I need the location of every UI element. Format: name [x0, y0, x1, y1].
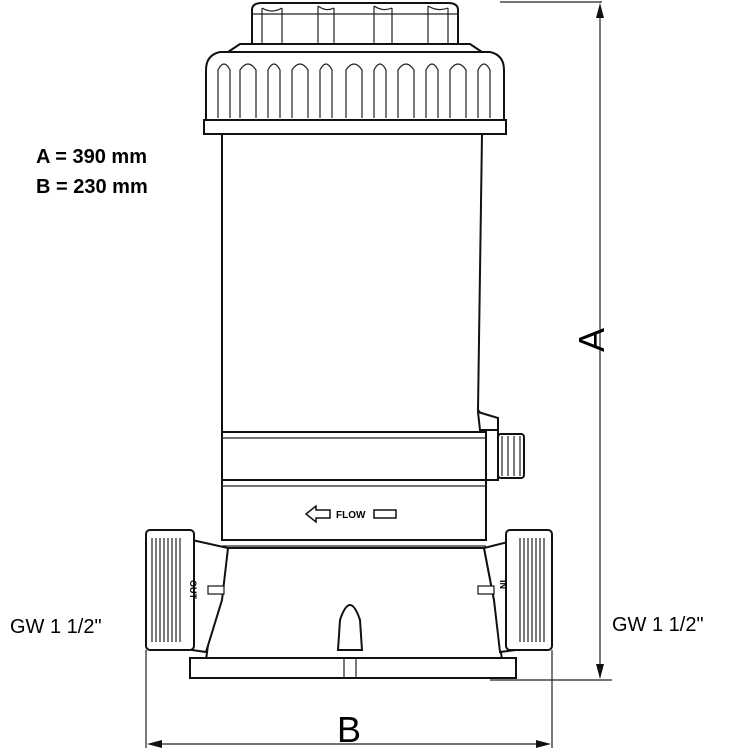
dimension-a-letter: A: [571, 328, 612, 352]
outlet-port: [145, 529, 230, 654]
inlet-port: [477, 529, 553, 654]
inlet-label: IN: [498, 580, 508, 589]
dimension-b: [145, 650, 553, 748]
right-thread-label: GW 1 1/2": [612, 614, 704, 636]
lid-cap: [224, 1, 486, 53]
flow-label: FLOW: [336, 510, 366, 521]
dimension-a: [490, 1, 612, 681]
flow-marking: [304, 504, 397, 524]
base-housing: [189, 547, 517, 679]
adjust-knob: [476, 410, 525, 481]
dimension-b-value: B = 230 mm: [36, 176, 148, 198]
dimension-a-value: A = 390 mm: [36, 146, 147, 168]
lid-collar: [203, 51, 507, 135]
dimension-b-letter: B: [337, 709, 361, 750]
outlet-label: OUT: [188, 580, 198, 600]
left-thread-label: GW 1 1/2": [10, 616, 102, 638]
body-tube: [221, 133, 487, 547]
